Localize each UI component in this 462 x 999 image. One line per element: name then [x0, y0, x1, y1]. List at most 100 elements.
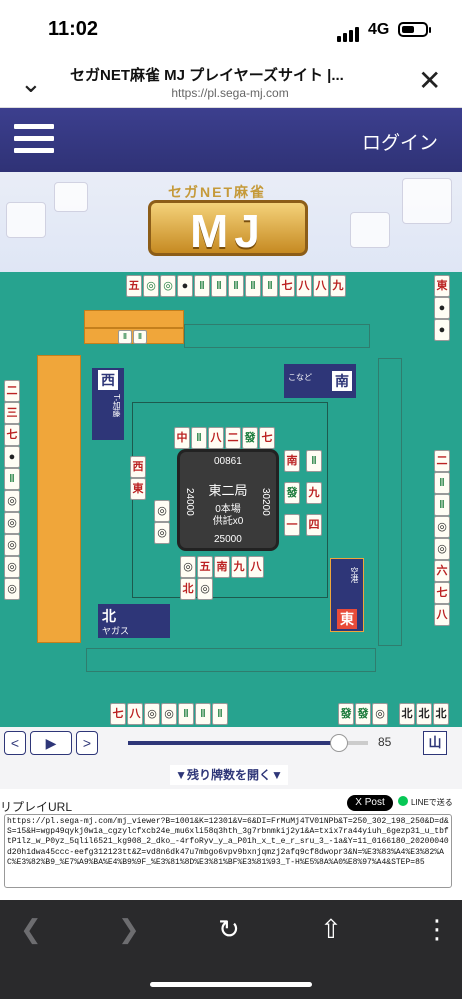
- tile: ‖: [118, 330, 132, 344]
- tile: 東: [434, 275, 450, 297]
- tile: 發: [338, 703, 354, 725]
- browser-header: ⌄ セガNET麻雀 MJ プレイヤーズサイト |... https://pl.s…: [0, 58, 462, 108]
- tile: 七: [110, 703, 126, 725]
- wall: [84, 310, 184, 328]
- close-icon[interactable]: ✕: [418, 65, 442, 96]
- mj-logo[interactable]: MJ: [148, 200, 308, 257]
- chevron-down-icon[interactable]: ⌄: [20, 68, 42, 98]
- player-name: 空港: [350, 567, 359, 583]
- tile: 八: [296, 275, 312, 297]
- player-wind: 西: [98, 370, 118, 390]
- score-bottom: 25000: [214, 534, 242, 545]
- browser-toolbar: ❮ ❯ ↻ ⇧ ⋮: [0, 900, 462, 999]
- tile: 東: [130, 478, 146, 500]
- share-icon[interactable]: ⇧: [320, 914, 342, 944]
- tile: 一: [284, 514, 300, 536]
- tile: 八: [313, 275, 329, 297]
- tile: 七: [434, 582, 450, 604]
- tile: 西: [130, 456, 146, 478]
- tile: 七: [279, 275, 295, 297]
- tile: 北: [416, 703, 432, 725]
- wall-button[interactable]: 山: [423, 731, 447, 755]
- kyotaku-label: 供託x0: [212, 516, 244, 527]
- page-title: セガNET麻雀 MJ プレイヤーズサイト |...: [70, 67, 344, 84]
- login-link[interactable]: ログイン: [361, 133, 438, 154]
- player-west: 西 T-加藤: [92, 368, 124, 440]
- tile: ‖: [306, 450, 322, 472]
- tile: ◎: [4, 534, 20, 556]
- tile: ‖: [228, 275, 244, 297]
- tile: 二: [434, 450, 450, 472]
- tile: 北: [399, 703, 415, 725]
- tile: 七: [4, 424, 20, 446]
- home-indicator: [150, 982, 312, 987]
- tile: ‖: [194, 275, 210, 297]
- tile: ◎: [161, 703, 177, 725]
- tile: 八: [208, 427, 224, 449]
- decorative-cube: [6, 202, 46, 238]
- replay-url-field[interactable]: https://pl.sega-mj.com/mj_viewer?B=1001&…: [4, 814, 452, 888]
- tile: ◎: [4, 512, 20, 534]
- score-left: 24000: [184, 488, 195, 516]
- score-panel: 00861 東二局 0本場 供託x0 25000 24000 30200: [180, 452, 276, 548]
- clock: 11:02: [48, 18, 99, 40]
- tile: ●: [4, 446, 20, 468]
- tile: 中: [174, 427, 190, 449]
- player-south: 南 こなど: [284, 364, 356, 398]
- next-button[interactable]: >: [76, 731, 98, 755]
- remain-bar: ▼残り牌数を開く▼: [0, 761, 462, 789]
- wall-slot: [86, 648, 376, 672]
- network-label: 4G: [368, 21, 390, 38]
- tile: ◎: [4, 556, 20, 578]
- x-post-button[interactable]: X Post: [347, 795, 393, 811]
- tile: ◎: [143, 275, 159, 297]
- tile: 九: [231, 556, 247, 578]
- battery-icon: [398, 22, 431, 37]
- tile: 五: [197, 556, 213, 578]
- slider-fill: [128, 741, 338, 745]
- remain-tiles-button[interactable]: ▼残り牌数を開く▼: [170, 765, 288, 785]
- slider-knob[interactable]: [330, 734, 348, 752]
- tile: 五: [126, 275, 142, 297]
- banner-subtitle: セガNET麻雀: [168, 184, 266, 200]
- tile: ●: [434, 319, 450, 341]
- prev-button[interactable]: <: [4, 731, 26, 755]
- reload-icon[interactable]: ↻: [218, 914, 240, 944]
- tile: ‖: [195, 703, 211, 725]
- tile: ◎: [4, 578, 20, 600]
- tile: ‖: [434, 494, 450, 516]
- decorative-cube: [402, 178, 452, 224]
- forward-icon[interactable]: ❯: [118, 914, 140, 944]
- player-wind: 南: [332, 371, 352, 391]
- back-icon[interactable]: ❮: [20, 914, 42, 944]
- more-icon[interactable]: ⋮: [424, 914, 450, 944]
- tile: ◎: [154, 500, 170, 522]
- discard-area: [132, 402, 328, 598]
- menu-icon[interactable]: [14, 124, 54, 156]
- tile: ‖: [211, 275, 227, 297]
- tile: ◎: [4, 490, 20, 512]
- score-right: 30200: [260, 488, 271, 516]
- step-slider[interactable]: [128, 734, 368, 752]
- page-url: https://pl.sega-mj.com: [171, 86, 289, 100]
- tile: ‖: [262, 275, 278, 297]
- tile: 發: [355, 703, 371, 725]
- signal-icon: [337, 24, 361, 42]
- tile: 南: [284, 450, 300, 472]
- tile: ‖: [434, 472, 450, 494]
- player-name: こなど: [288, 373, 312, 382]
- tile: 九: [330, 275, 346, 297]
- player-wind: 東: [337, 609, 357, 629]
- wall-slot: [378, 358, 402, 646]
- score-top: 00861: [214, 456, 242, 467]
- tile: 北: [180, 578, 196, 600]
- tile: 四: [306, 514, 322, 536]
- line-share-button[interactable]: LINEで送る: [398, 795, 454, 811]
- tile: ◎: [434, 538, 450, 560]
- tile: ‖: [212, 703, 228, 725]
- tile: ●: [177, 275, 193, 297]
- tile: 北: [433, 703, 449, 725]
- play-button[interactable]: ▶: [30, 731, 72, 755]
- tile: 發: [284, 482, 300, 504]
- wall-slot: [184, 324, 370, 348]
